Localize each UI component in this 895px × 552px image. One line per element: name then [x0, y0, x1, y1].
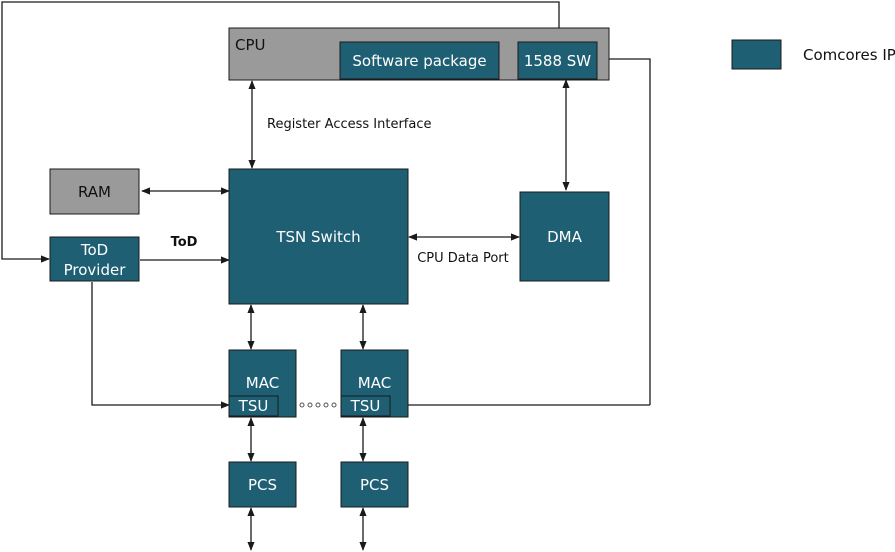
ram-block: RAM: [49, 168, 140, 215]
connector-1588sw-to-tod-provider: [1, 1, 560, 263]
connectors: [1, 1, 651, 551]
connector-tod-tsu1: [91, 282, 230, 409]
mac1-label: MAC: [246, 374, 279, 392]
connector-1588sw-tsu2: [598, 55, 651, 405]
ram-label: RAM: [78, 183, 111, 201]
legend: Comcores IP: [731, 39, 895, 70]
mac2-label: MAC: [358, 374, 391, 392]
software-package-block: Software package: [339, 41, 500, 80]
tsu2-label: TSU: [350, 397, 381, 415]
mac2-block: MAC TSU: [340, 349, 409, 418]
tod-provider-block: ToD Provider: [49, 236, 140, 282]
tod-provider-label-line1: ToD: [80, 241, 108, 259]
legend-label: Comcores IP: [803, 46, 895, 64]
tod-label: ToD: [171, 235, 198, 250]
sw1588-label: 1588 SW: [524, 52, 591, 70]
sw1588-block: 1588 SW: [517, 41, 598, 80]
register-access-label: Register Access Interface: [267, 117, 432, 132]
dma-label: DMA: [547, 228, 582, 246]
tsn-switch-block: TSN Switch: [228, 168, 409, 305]
software-package-label: Software package: [352, 52, 486, 70]
cpu-data-port-label: CPU Data Port: [417, 251, 509, 266]
tsu1-label: TSU: [238, 397, 269, 415]
pcs1-block: PCS: [228, 461, 297, 508]
pcs2-label: PCS: [360, 476, 389, 494]
pcs1-label: PCS: [248, 476, 277, 494]
dma-block: DMA: [519, 191, 610, 282]
mac1-block: MAC TSU: [228, 349, 297, 418]
ellipsis-dots: [299, 402, 337, 408]
tod-provider-label-line2: Provider: [64, 261, 127, 279]
tsn-switch-label: TSN Switch: [275, 228, 360, 246]
legend-swatch: [731, 39, 782, 70]
pcs2-block: PCS: [340, 461, 409, 508]
cpu-label: CPU: [235, 36, 266, 54]
